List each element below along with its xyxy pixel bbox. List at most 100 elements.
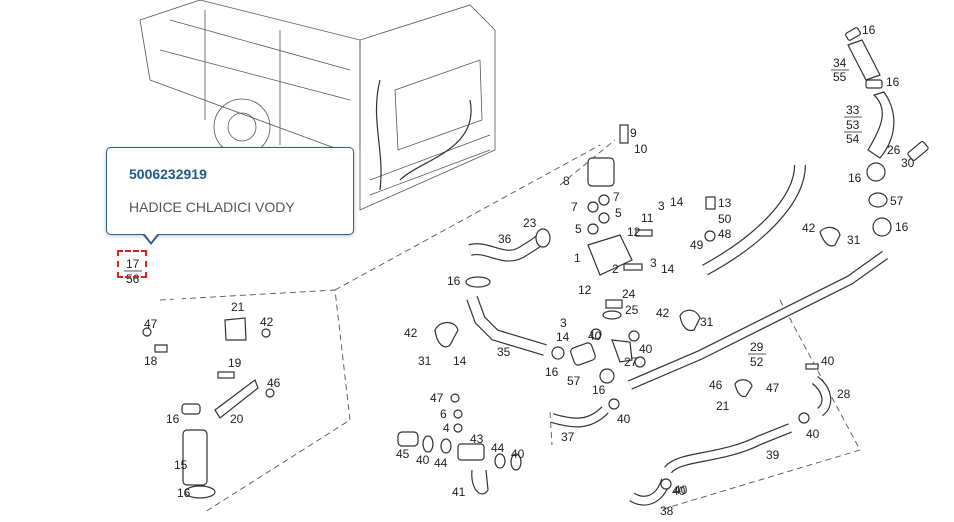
hose-39[interactable] xyxy=(665,424,792,473)
seal-6[interactable] xyxy=(453,409,463,419)
clamp-16-e[interactable] xyxy=(465,276,491,288)
clamp-16-left[interactable] xyxy=(181,403,201,415)
bracket-21[interactable] xyxy=(224,317,247,341)
clamp-16-b[interactable] xyxy=(865,79,883,89)
label: 26 xyxy=(887,143,901,157)
label: 47 xyxy=(144,317,158,331)
label: 42 xyxy=(656,306,670,320)
clamp-40-h[interactable] xyxy=(422,435,434,453)
clamp-21[interactable] xyxy=(734,379,753,398)
seal-5b[interactable] xyxy=(587,223,599,235)
valve-43[interactable] xyxy=(457,443,485,461)
screw-9[interactable] xyxy=(619,124,629,144)
label: 6 xyxy=(440,407,447,421)
hose-33[interactable] xyxy=(867,91,895,159)
label: 12 xyxy=(578,283,592,297)
label: 5 xyxy=(575,222,582,236)
clamp-31-left[interactable] xyxy=(434,321,459,348)
seal-44-b[interactable] xyxy=(494,453,506,469)
spring-12[interactable] xyxy=(635,229,653,237)
label: 21 xyxy=(231,300,245,314)
svg-text:29: 29 xyxy=(750,340,764,354)
clamp-16-c[interactable] xyxy=(866,162,886,182)
tooltip-part-number: 5006232919 xyxy=(129,166,207,182)
label: 16 xyxy=(447,274,461,288)
clamp-40-c[interactable] xyxy=(590,328,602,340)
hose-28[interactable] xyxy=(812,376,831,416)
label: 31 xyxy=(418,354,432,368)
clamp-40-i[interactable] xyxy=(510,453,522,471)
seal-5a[interactable] xyxy=(598,212,610,224)
clip-40-g[interactable] xyxy=(805,363,819,370)
clamp-16-top[interactable] xyxy=(845,27,861,41)
hose-37[interactable] xyxy=(550,407,608,427)
label: 25 xyxy=(625,303,639,317)
seal-25[interactable] xyxy=(602,310,622,320)
clamp-40-f[interactable] xyxy=(798,412,810,424)
pipe-45[interactable] xyxy=(397,431,419,447)
clip-18[interactable] xyxy=(154,344,168,353)
hose-49[interactable] xyxy=(702,164,805,275)
hose-35[interactable] xyxy=(467,296,547,355)
label: 57 xyxy=(567,374,581,388)
label: 4 xyxy=(443,421,450,435)
pipe-57-mid[interactable] xyxy=(570,342,597,366)
spring-2[interactable] xyxy=(623,263,643,271)
bolt-47-bottom[interactable] xyxy=(450,393,460,403)
clamp-23[interactable] xyxy=(535,228,551,248)
hose-34[interactable] xyxy=(847,39,881,81)
label: 24 xyxy=(622,287,636,301)
pipe-57-top[interactable] xyxy=(868,192,888,208)
clamp-31-mid[interactable] xyxy=(679,309,701,332)
label: 20 xyxy=(230,412,244,426)
cap-24[interactable] xyxy=(605,299,623,309)
bolt-42-left[interactable] xyxy=(261,328,271,338)
clamp-31-right[interactable] xyxy=(819,226,841,247)
clamp-40-a[interactable] xyxy=(628,330,640,342)
seal-7b[interactable] xyxy=(598,194,610,206)
plate-20[interactable] xyxy=(214,379,259,419)
label: 9 xyxy=(630,126,637,140)
label: 35 xyxy=(497,345,511,359)
label: 40 xyxy=(672,484,686,498)
label: 40 xyxy=(416,453,430,467)
clamp-40-d[interactable] xyxy=(608,398,620,410)
label: 10 xyxy=(634,142,648,156)
clamp-40-b[interactable] xyxy=(634,356,646,368)
label: 49 xyxy=(690,238,704,252)
housing-8[interactable] xyxy=(587,157,615,187)
label: 18 xyxy=(144,354,158,368)
clamp-16-g[interactable] xyxy=(599,368,615,384)
label: 14 xyxy=(661,262,675,276)
valve-body-1[interactable] xyxy=(587,234,633,276)
selected-part-label[interactable]: 17 56 xyxy=(124,257,142,286)
clamp-16-bottom[interactable] xyxy=(184,485,216,499)
clip-41[interactable] xyxy=(471,469,489,495)
label: 23 xyxy=(523,216,537,230)
clamp-16-d[interactable] xyxy=(872,217,892,237)
selection-highlight[interactable] xyxy=(117,250,147,278)
label: 43 xyxy=(470,432,484,446)
label: 39 xyxy=(766,448,780,462)
label: 42 xyxy=(802,221,816,235)
bolt-47[interactable] xyxy=(142,327,152,337)
elbow-27[interactable] xyxy=(611,339,633,363)
seal-44-a[interactable] xyxy=(440,438,452,454)
bolt-46-left[interactable] xyxy=(265,388,275,398)
label: 12 xyxy=(627,225,641,239)
group-boundary-main xyxy=(334,139,861,511)
label: 28 xyxy=(837,387,851,401)
label: 16 xyxy=(886,75,900,89)
clamp-16-f[interactable] xyxy=(551,346,565,360)
nut-48[interactable] xyxy=(704,230,716,242)
seal-4[interactable] xyxy=(453,423,463,433)
label: 40 xyxy=(674,483,688,497)
screw-13[interactable] xyxy=(705,196,716,210)
clamp-40-e[interactable] xyxy=(660,478,672,490)
strip-19[interactable] xyxy=(217,371,235,379)
seal-7a[interactable] xyxy=(587,201,599,213)
hose-15[interactable] xyxy=(182,429,208,486)
hose-30[interactable] xyxy=(907,140,929,162)
pipe-31[interactable] xyxy=(628,251,888,389)
hose-17[interactable] xyxy=(144,239,194,400)
